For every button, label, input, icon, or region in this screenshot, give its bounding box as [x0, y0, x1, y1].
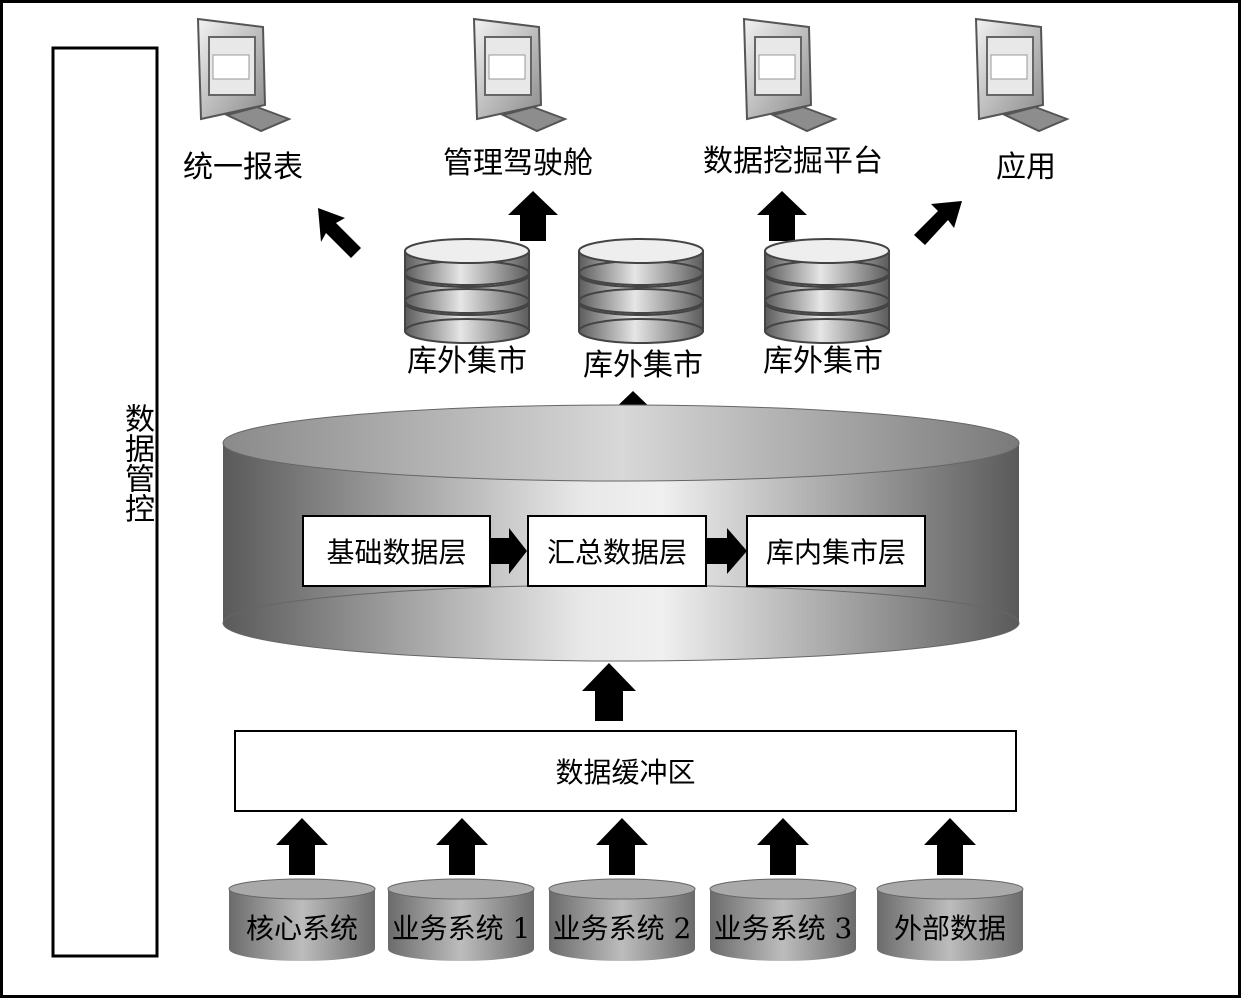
database-icon — [578, 238, 704, 344]
source-label: 业务系统 1 — [391, 912, 531, 945]
arrow-up-left-icon — [318, 208, 361, 258]
monitor-icon — [472, 17, 568, 133]
arrow-up-icon — [436, 818, 488, 875]
governance-bar — [51, 46, 159, 958]
database-icon — [764, 238, 890, 344]
layer-internal-mart: 库内集市层 — [746, 515, 926, 587]
app-label-apps: 应用 — [996, 150, 1056, 185]
source-cylinder — [387, 878, 535, 961]
source-cylinder — [876, 878, 1024, 961]
app-label-mining: 数据挖掘平台 — [703, 144, 883, 179]
app-label-cockpit: 管理驾驶舱 — [443, 146, 593, 181]
arrow-up-right-icon — [914, 201, 962, 245]
source-label: 业务系统 3 — [713, 912, 853, 945]
arrow-up-icon — [924, 818, 976, 875]
arrow-up-icon — [582, 663, 636, 721]
mart-label: 库外集市 — [407, 344, 527, 379]
arrow-right-icon — [491, 528, 527, 574]
arrow-up-icon — [508, 191, 558, 241]
arrow-up-icon — [757, 818, 809, 875]
layer-summary-data: 汇总数据层 — [527, 515, 707, 587]
layer-base-data: 基础数据层 — [302, 515, 491, 587]
app-label-report: 统一报表 — [183, 150, 303, 185]
database-icon — [404, 238, 530, 344]
monitor-icon — [196, 17, 292, 133]
source-label: 核心系统 — [245, 912, 358, 945]
arrow-up-icon — [596, 818, 648, 875]
diagram-graphics — [51, 17, 1070, 961]
mart-label: 库外集市 — [583, 348, 703, 383]
arrow-up-icon — [276, 818, 328, 875]
mart-label: 库外集市 — [763, 344, 883, 379]
data-buffer: 数据缓冲区 — [234, 730, 1017, 812]
governance-label: 数据管控 — [119, 403, 154, 523]
source-label: 外部数据 — [893, 912, 1006, 945]
monitor-icon — [742, 17, 838, 133]
monitor-icon — [974, 17, 1070, 133]
source-cylinder — [548, 878, 696, 961]
source-cylinder — [709, 878, 857, 961]
data-buffer-label: 数据缓冲区 — [555, 756, 696, 789]
arrow-right-icon — [707, 528, 747, 574]
source-label: 业务系统 2 — [552, 912, 692, 945]
source-cylinder — [228, 878, 376, 961]
arrow-up-icon — [757, 191, 807, 241]
